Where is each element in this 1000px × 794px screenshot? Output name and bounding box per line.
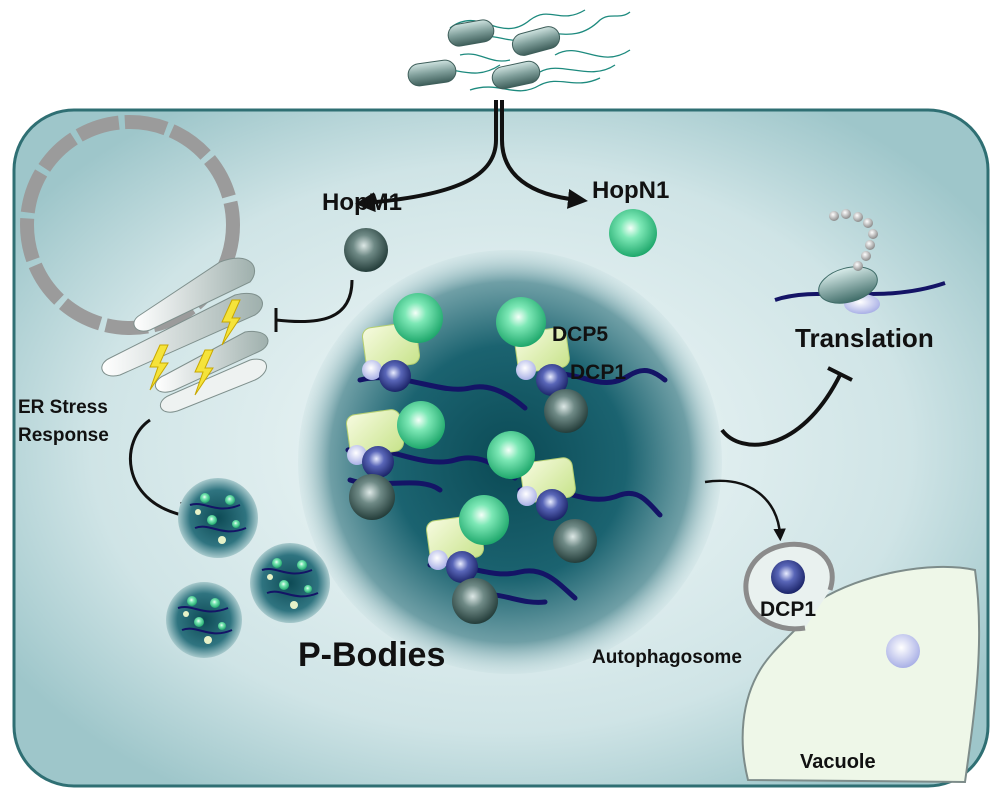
hopm1-sphere xyxy=(344,228,388,272)
hopn1-sphere xyxy=(609,209,657,257)
mini-p-body xyxy=(166,582,242,658)
er-stress-inhibition-arrow xyxy=(129,418,183,517)
mini-p-body xyxy=(178,478,258,558)
inhibition-bar xyxy=(827,366,853,382)
translation-inhibition-arrow xyxy=(720,374,842,447)
bacteria-cells xyxy=(407,19,561,90)
mini-p-body xyxy=(250,543,330,623)
vacuole xyxy=(741,565,981,784)
ribosome-icon xyxy=(774,209,946,314)
vacuole-inclusion xyxy=(886,634,920,668)
nucleus-envelope xyxy=(20,115,240,335)
hopm1-label: HopM1 xyxy=(322,189,402,216)
hopm1-protein xyxy=(349,389,597,624)
autophagosome-label: Autophagosome xyxy=(592,647,742,668)
dcp5-label: DCP5 xyxy=(552,323,608,346)
er-stress-label-line2: Response xyxy=(18,425,109,446)
effector-arrows xyxy=(355,100,588,213)
p-bodies-label: P-Bodies xyxy=(298,636,445,674)
dcp1-protein xyxy=(362,360,568,583)
autophagy-arrow xyxy=(704,479,786,542)
endoplasmic-reticulum xyxy=(101,257,269,413)
dcp1-autophagosome-label: DCP1 xyxy=(760,598,816,621)
hopn1-protein xyxy=(393,293,546,545)
autophagosome xyxy=(743,541,835,632)
cap-protein xyxy=(347,360,537,570)
translation-label: Translation xyxy=(795,323,934,353)
dcp1-label: DCP1 xyxy=(570,361,626,384)
er-stress-label-line1: ER Stress xyxy=(18,397,108,418)
lightning-icon xyxy=(149,299,241,396)
hopm1-inhibition-arrow xyxy=(275,279,354,324)
hopn1-label: HopN1 xyxy=(592,177,669,204)
vacuole-label: Vacuole xyxy=(800,751,876,773)
